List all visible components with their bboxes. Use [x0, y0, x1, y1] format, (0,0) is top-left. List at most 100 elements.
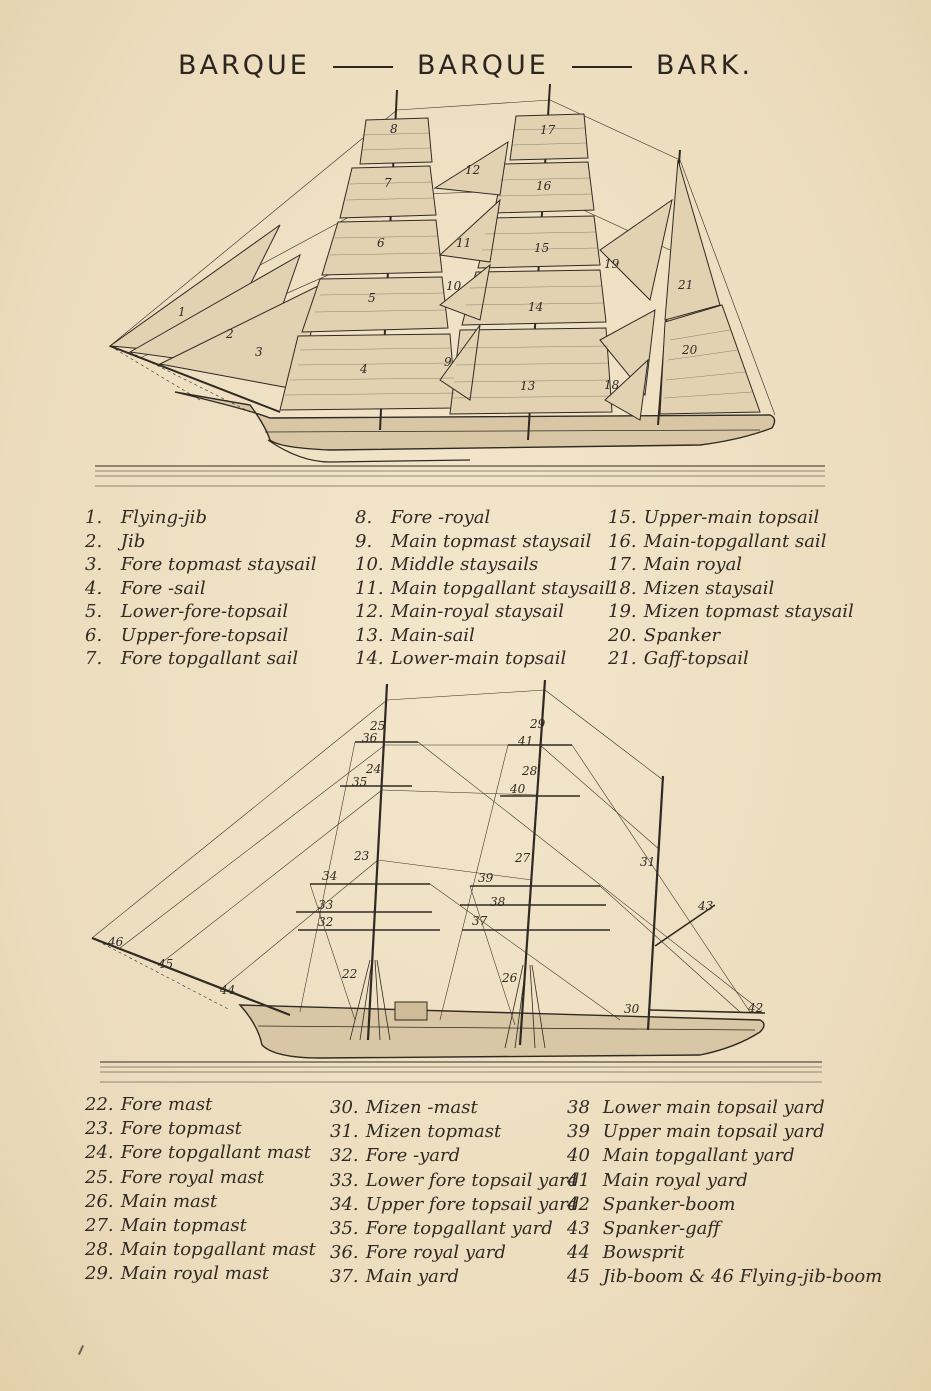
legend-num: 22.: [85, 1094, 114, 1115]
legend-label: Gaff-topsail: [643, 648, 749, 669]
sail-num-11: 11: [456, 236, 471, 250]
legend-label: Jib-boom & 46 Flying-jib-boom: [602, 1266, 883, 1288]
legend-item: 22. Fore mast: [85, 1094, 316, 1118]
sail-num-7: 7: [384, 176, 392, 190]
legend-label: Lower-main topsail: [390, 648, 567, 669]
legend-label: Main topgallant yard: [602, 1145, 795, 1167]
spar-num-41: 41: [517, 734, 533, 748]
main-staysails: [433, 140, 509, 401]
legend-num: 42: [567, 1193, 590, 1215]
legend-num: 9.: [355, 530, 373, 552]
legend-label: Main topmast: [120, 1214, 247, 1236]
legend-item: 5. Lower-fore-topsail: [85, 601, 317, 625]
legend-item: 43 Spanker-gaff: [567, 1218, 882, 1242]
rigging: [91, 689, 761, 1026]
bowsprit: [109, 345, 281, 413]
sail-spanker: [659, 304, 761, 415]
sail-num-16: 16: [536, 179, 552, 193]
legend-num: 12.: [355, 601, 384, 622]
legend-label: Mizen topmast staysail: [643, 601, 854, 622]
spar-num-35: 35: [352, 775, 367, 789]
legend-num: 3.: [85, 554, 103, 575]
legend-item: 34. Upper fore topsail yard: [330, 1194, 579, 1218]
legend-label: Main-sail: [390, 624, 475, 646]
legend-item: 26. Main mast: [85, 1191, 316, 1215]
sea-lines: [100, 1061, 822, 1083]
legend-label: Fore royal mast: [120, 1166, 265, 1188]
legend-item: 24. Fore topgallant mast: [85, 1142, 316, 1166]
legend-label: Fore topgallant sail: [120, 648, 299, 669]
legend-label: Fore topgallant mast: [120, 1142, 311, 1164]
legend-label: Fore -sail: [120, 577, 206, 599]
legend-num: 37.: [330, 1266, 359, 1288]
spar-num-39: 39: [478, 871, 494, 885]
legend-label: Mizen staysail: [643, 577, 775, 599]
mizen-mast: [646, 775, 665, 1031]
legend-num: 24.: [85, 1142, 114, 1164]
legend-label: Main royal mast: [120, 1263, 270, 1285]
legend-num: 6.: [85, 624, 103, 646]
legend-item: 19. Mizen topmast staysail: [608, 601, 854, 625]
legend-label: Main-royal staysail: [390, 601, 565, 622]
legend-item: 42 Spanker-boom: [567, 1194, 882, 1218]
legend-item: 8. Fore -royal: [355, 507, 610, 531]
spanker-boom: [649, 1009, 766, 1014]
legend-num: 18.: [608, 577, 637, 599]
legend-item: 38 Lower main topsail yard: [567, 1097, 882, 1121]
sail-num-2: 2: [225, 327, 234, 341]
sails-legend-col2: 8. Fore -royal 9. Main topmast staysail …: [355, 507, 610, 672]
legend-num: 13.: [355, 624, 384, 646]
legend-num: 40: [567, 1145, 590, 1167]
legend-label: Main topgallant staysail: [390, 577, 611, 599]
legend-num: 16.: [608, 530, 637, 552]
sail-num-19: 19: [604, 257, 620, 271]
legend-label: Lower-fore-topsail: [120, 601, 289, 622]
title-barque-2: BARQUE: [416, 50, 549, 81]
spar-num-37: 37: [472, 914, 488, 928]
legend-item: 7. Fore topgallant sail: [85, 648, 317, 672]
title-dash-2: [572, 65, 633, 68]
legend-num: 4.: [85, 577, 103, 599]
legend-label: Lower fore topsail yard: [365, 1169, 580, 1191]
fore-mast: [366, 683, 389, 1041]
legend-num: 14.: [355, 648, 384, 669]
legend-label: Fore topgallant yard: [365, 1217, 553, 1239]
spar-num-25: 25: [369, 719, 385, 733]
spar-num-31: 31: [640, 855, 655, 869]
legend-label: Main mast: [120, 1190, 218, 1212]
legend-label: Mizen -mast: [365, 1097, 478, 1118]
spar-num-23: 23: [353, 849, 370, 863]
legend-item: 3. Fore topmast staysail: [85, 554, 317, 578]
sail-num-10: 10: [446, 279, 462, 293]
spar-num-28: 28: [521, 764, 538, 778]
spar-num-26: 26: [501, 971, 518, 985]
legend-num: 19.: [608, 601, 637, 622]
sail-num-3: 3: [255, 345, 263, 359]
spar-num-38: 38: [490, 895, 506, 909]
spar-num-29: 29: [529, 717, 546, 731]
legend-label: Main royal yard: [602, 1169, 748, 1191]
legend-label: Fore -yard: [365, 1145, 461, 1167]
legend-num: 20.: [608, 624, 637, 646]
sail-num-8: 8: [390, 122, 398, 136]
spar-num-33: 33: [318, 898, 334, 912]
legend-num: 26.: [85, 1190, 114, 1212]
legend-num: 25.: [85, 1166, 114, 1188]
legend-num: 21.: [608, 648, 637, 669]
spar-num-27: 27: [514, 851, 531, 865]
legend-label: Fore topmast staysail: [120, 554, 317, 575]
spar-num-46: 46: [107, 935, 124, 949]
legend-item: 1. Flying-jib: [85, 507, 317, 531]
legend-label: Fore topmast: [120, 1118, 242, 1140]
legend-label: Main topgallant mast: [120, 1239, 316, 1261]
spar-num-24: 24: [365, 762, 381, 776]
spar-num-45: 45: [157, 957, 173, 971]
spar-num-43: 43: [697, 899, 714, 913]
legend-item: 27. Main topmast: [85, 1215, 316, 1239]
legend-item: 23. Fore topmast: [85, 1118, 316, 1142]
spar-num-22: 22: [341, 967, 357, 981]
sail-gaff-topsail: [664, 159, 721, 321]
legend-num: 7.: [85, 648, 103, 669]
legend-item: 18. Mizen staysail: [608, 578, 854, 602]
legend-label: Upper-main topsail: [643, 507, 820, 528]
